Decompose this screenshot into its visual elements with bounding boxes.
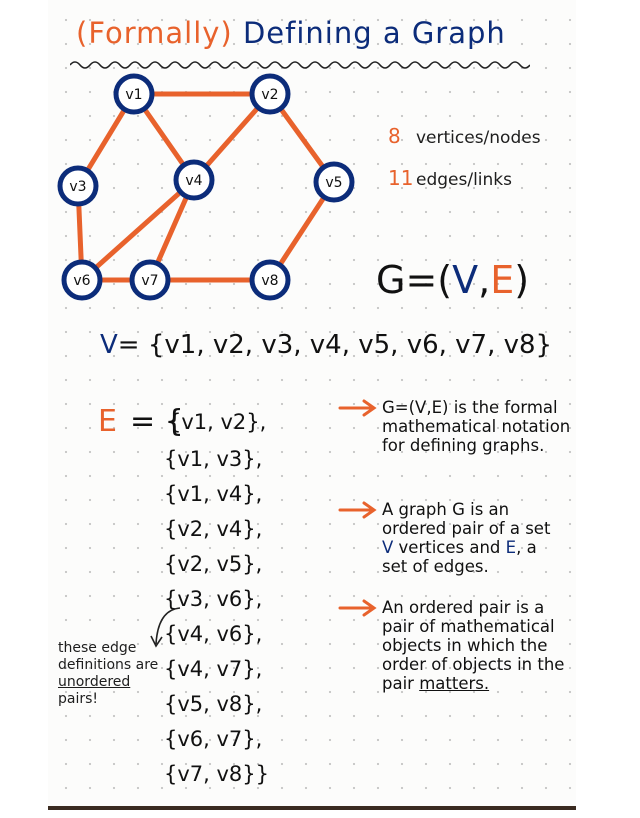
arrow-icon [338,501,377,519]
vertex-label: v1 [125,87,142,103]
vertex-v5: v5 [313,161,355,203]
vertex-v7: v7 [129,259,171,301]
vertex-label: v6 [73,273,90,289]
edge-set-item: {v1, v3}, [164,447,263,471]
edge-set-item: {v5, v8}, [164,692,263,716]
edge-set-item: {v3, v6}, [164,587,263,611]
edge-set-symbol: E [98,404,117,439]
vertex-set: V= {v1, v2, v3, v4, v5, v6, v7, v8} [100,330,553,360]
notebook-page [48,0,576,806]
title-formally: (Formally) [76,16,233,50]
graph-diagram: v1 v2 v3 v4 v5 v6 v7 v8 [57,73,355,301]
edge-v4-v6 [79,177,197,283]
title-squiggle-underline [70,61,530,69]
vertex-v6: v6 [61,259,103,301]
edge-set-item: {v2, v5}, [164,552,263,576]
note-1: G=(V,E) is the formal mathematical notat… [382,398,571,455]
vertex-label: v8 [261,273,278,289]
vertex-v8: v8 [249,259,291,301]
edge-set-item: {v6, v7}, [164,727,263,751]
title-defining-a-graph: Defining a Graph [242,16,506,50]
edge-set-item: {v2, v4}, [164,517,263,541]
edge-set-item: {v1, v4}, [164,482,263,506]
vertex-v4: v4 [173,159,215,201]
vertex-label: v2 [261,87,278,103]
side-note-arrow [150,607,181,648]
edge-set-item: {v1, v2}, [168,410,267,434]
graph-definition: G=(V,E) [376,258,530,302]
vertex-v3: v3 [57,165,99,207]
side-note: these edge definitions are unordered pai… [58,640,159,707]
vertex-label: v5 [325,175,342,191]
note-3: An ordered pair is a pair of mathematica… [382,598,565,693]
arrow-icon [338,399,377,417]
vertex-label: v3 [69,179,86,195]
vertex-label: v7 [141,273,158,289]
note-2: A graph G is an ordered pair of a set V … [382,500,551,576]
vertex-v1: v1 [113,73,155,115]
edge-set-item: {v4, v6}, [164,622,263,646]
vertex-label: v4 [185,173,202,189]
arrow-icon [338,599,377,617]
edge-set-item: {v4, v7}, [164,657,263,681]
edge-set-equals: = { [130,404,184,439]
vertex-v2: v2 [249,73,291,115]
page-title: (Formally) Defining a Graph [76,16,506,50]
page-edge [48,806,576,810]
edge-set-item: {v7, v8}} [164,762,270,786]
